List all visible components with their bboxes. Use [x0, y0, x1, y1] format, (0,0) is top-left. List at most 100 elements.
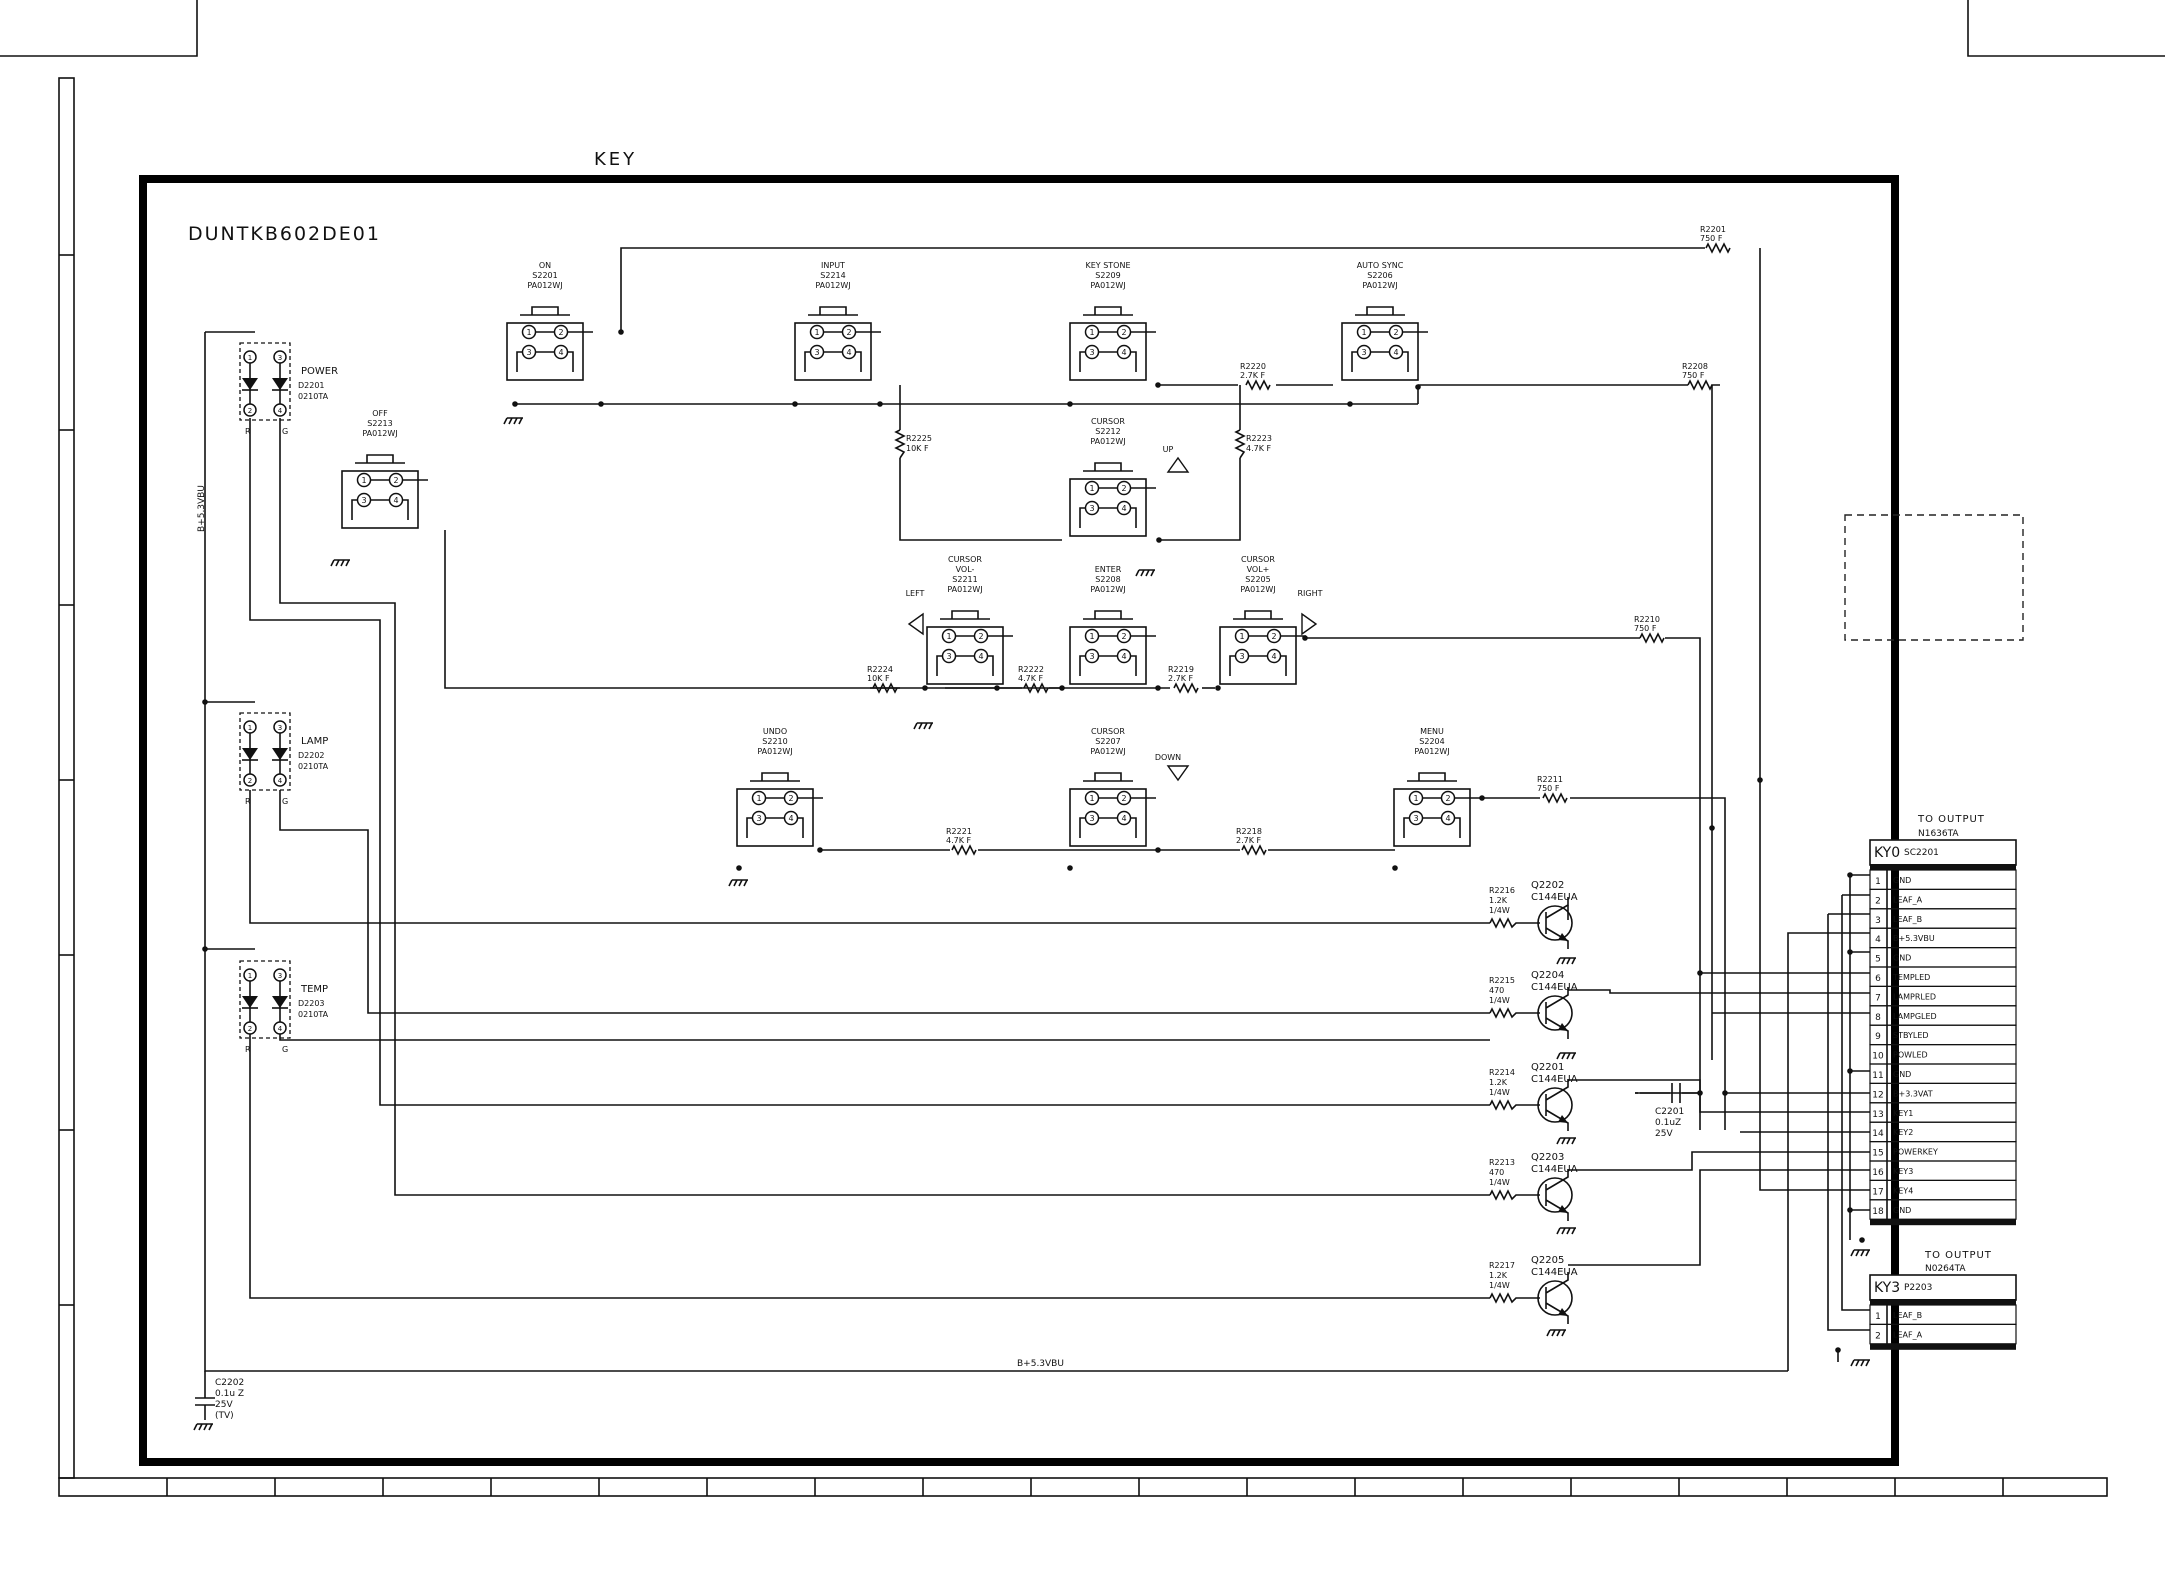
ground-icon	[1556, 1227, 1576, 1235]
pin-number: 1	[1875, 1312, 1881, 1322]
led-pin-g: G	[282, 1045, 288, 1054]
led-name: TEMP	[300, 984, 328, 995]
switch-part: PA012WJ	[1090, 437, 1125, 446]
resistor-ref: R2223	[1246, 434, 1272, 443]
switch-func: CURSOR	[1091, 417, 1125, 426]
switch-part: PA012WJ	[1090, 585, 1125, 594]
svg-text:1: 1	[1089, 328, 1094, 337]
svg-text:2: 2	[1393, 328, 1398, 337]
svg-text:4: 4	[788, 814, 793, 823]
pin-signal: POWERKEY	[1893, 1148, 1938, 1157]
ground-icon	[728, 879, 748, 887]
junction-dot	[1059, 685, 1065, 691]
base-resistor-value: 470	[1489, 1168, 1504, 1177]
svg-text:3: 3	[1361, 348, 1366, 357]
pin-signal: STBYLED	[1893, 1031, 1929, 1040]
resistor-value: 750 F	[1634, 624, 1657, 633]
led-pin-r: R	[245, 1045, 251, 1054]
switch-ref: S2214	[820, 271, 845, 280]
svg-text:1: 1	[248, 972, 252, 980]
capacitor-c2201: C2201 0.1uZ 25V	[1635, 1083, 1700, 1139]
junction-dot	[1847, 949, 1853, 955]
svg-text:4: 4	[558, 348, 563, 357]
cap-ref: C2201	[1655, 1107, 1684, 1117]
svg-text:2: 2	[248, 407, 252, 415]
junction-dot	[877, 401, 883, 407]
pin-number: 18	[1872, 1207, 1884, 1217]
transistor-ref: Q2204	[1531, 970, 1564, 981]
pin-signal: TEMPLED	[1892, 973, 1930, 982]
svg-text:4: 4	[1121, 652, 1126, 661]
led-part: 0210TA	[298, 762, 329, 771]
ground-icon	[1850, 1359, 1870, 1367]
connector-ref: SC2201	[1904, 848, 1939, 858]
capacitor-c2202: C2202 0.1u Z 25V (TV)	[195, 1371, 244, 1421]
switch-func: KEY STONE	[1085, 261, 1130, 270]
switch-ref: S2208	[1095, 575, 1120, 584]
transistor-part: C144EUA	[1531, 1164, 1578, 1175]
arrow-down-icon: DOWN	[1155, 753, 1190, 782]
arrow-left-icon: LEFT	[906, 589, 925, 636]
pin-number: 1	[1875, 877, 1881, 887]
resistor-value: 2.7K F	[1240, 371, 1266, 380]
svg-text:2: 2	[846, 328, 851, 337]
pin-number: 10	[1872, 1052, 1884, 1062]
transistor-part: C144EUA	[1531, 1267, 1578, 1278]
board-id: DUNTKB602DE01	[188, 223, 381, 245]
svg-text:2: 2	[1121, 328, 1126, 337]
resistor-value: 4.7K F	[1246, 444, 1272, 453]
transistor-ref: Q2202	[1531, 880, 1564, 891]
resistor-ref: R2222	[1018, 665, 1044, 674]
board-outline	[139, 175, 1899, 1466]
pin-number: 4	[1875, 935, 1881, 945]
switch-ref: S2211	[952, 575, 977, 584]
junction-dot	[1392, 865, 1398, 871]
ground-icon	[1135, 569, 1155, 577]
base-resistor-value: 1.2K	[1489, 1078, 1508, 1087]
svg-text:2: 2	[1271, 632, 1276, 641]
transistor-part: C144EUA	[1531, 982, 1578, 993]
junction-dot	[817, 847, 823, 853]
connector-name: KY3	[1874, 1280, 1900, 1296]
connector-part: N0264TA	[1925, 1264, 1966, 1274]
svg-text:3: 3	[1089, 652, 1094, 661]
junction-dot	[598, 401, 604, 407]
led-ref: D2202	[298, 751, 325, 760]
pin-number: 3	[1875, 916, 1881, 926]
ground-group	[193, 417, 1870, 1431]
base-resistor-ref: R2217	[1489, 1261, 1515, 1270]
connector-ref: P2203	[1904, 1283, 1932, 1293]
net-label-supply-vertical: B+5.3VBU	[197, 485, 207, 532]
svg-text:3: 3	[361, 496, 366, 505]
switch-func: INPUT	[821, 261, 845, 270]
ground-icon	[1546, 1329, 1566, 1337]
svg-text:1: 1	[1089, 484, 1094, 493]
svg-text:4: 4	[1121, 504, 1126, 513]
svg-text:1: 1	[756, 794, 761, 803]
arrow-up-icon: UP	[1163, 445, 1190, 473]
led-name: LAMP	[301, 736, 328, 747]
ground-icon	[1556, 957, 1576, 965]
led-part: 0210TA	[298, 1010, 329, 1019]
junction-dot	[1155, 685, 1161, 691]
resistor-ref: R2224	[867, 665, 893, 674]
svg-text:1: 1	[248, 354, 252, 362]
wiring	[204, 247, 1870, 1372]
svg-text:2: 2	[1445, 794, 1450, 803]
cap-value: 0.1uZ	[1655, 1118, 1681, 1128]
switch-part: PA012WJ	[527, 281, 562, 290]
arrow-label: LEFT	[906, 589, 925, 598]
switch-func2: VOL+	[1247, 565, 1270, 574]
ground-icon	[1556, 1052, 1576, 1060]
resistor-value: 750 F	[1682, 371, 1705, 380]
